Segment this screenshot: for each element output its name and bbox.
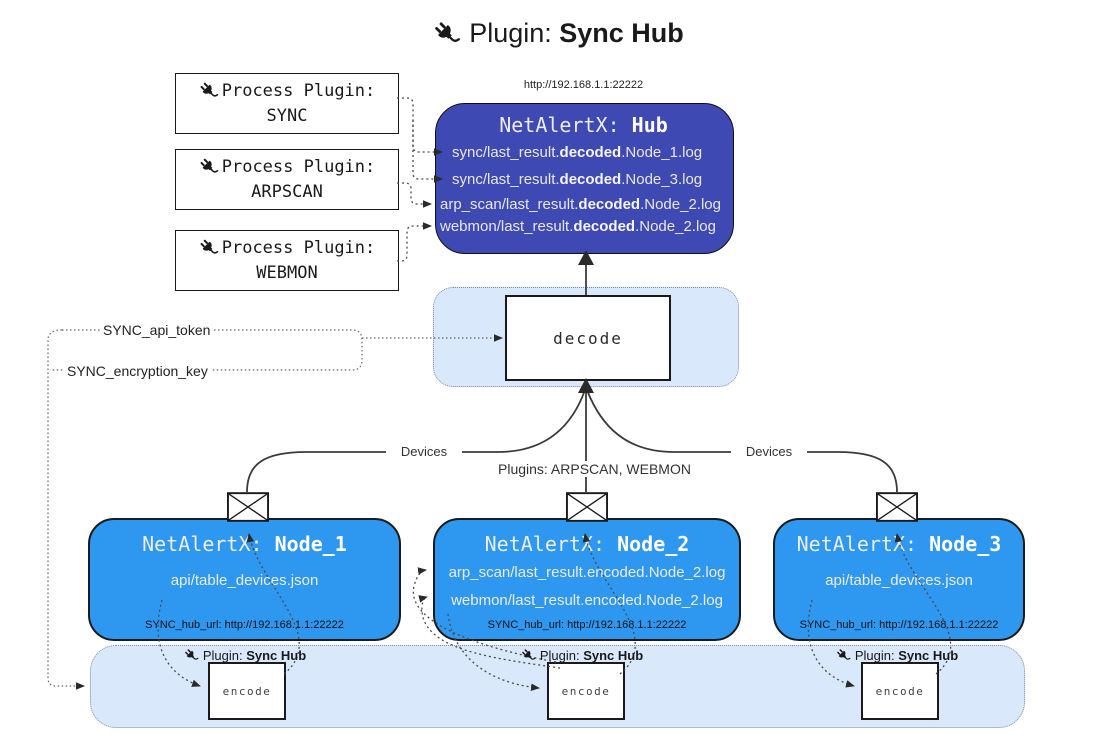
node2-file: webmon/last_result.encoded.Node_2.log [451, 592, 723, 609]
hub-title-bold: Hub [631, 113, 668, 137]
encoder3-label: Plugin: Sync Hub [812, 646, 982, 664]
node3-box: NetAlertX: Node_3 api/table_devices.json… [773, 518, 1025, 641]
envelope-icon-node2 [566, 492, 608, 522]
node2-box: NetAlertX: Node_2 arp_scan/last_result.e… [433, 518, 741, 641]
envelope-icon-node3 [876, 492, 918, 522]
plug-icon [199, 238, 219, 258]
node1-box: NetAlertX: Node_1 api/table_devices.json… [88, 518, 401, 641]
page-title-prefix: Plugin: [469, 18, 560, 48]
devices-label-left: Devices [386, 444, 462, 459]
node1-title: NetAlertX: Node_1 [142, 532, 347, 556]
plug-icon [199, 157, 219, 177]
sync-api-token-label: SYNC_api_token [100, 322, 214, 338]
hub-url: http://192.168.1.1:22222 [523, 79, 644, 91]
process-plugin-title: Process Plugin: [221, 156, 376, 177]
devices-label-right: Devices [731, 444, 807, 459]
process-plugin-name: ARPSCAN [251, 181, 323, 202]
hub-log-line: sync/last_result.decoded.Node_1.log [452, 144, 703, 161]
hub-title: NetAlertX: Hub [435, 113, 732, 137]
process-plugin-name: WEBMON [256, 262, 318, 283]
plug-icon [836, 648, 851, 663]
hub-box [435, 103, 734, 254]
process-plugin-arpscan: Process Plugin: ARPSCAN [175, 149, 399, 210]
plug-icon [521, 648, 536, 663]
process-plugin-title: Process Plugin: [221, 237, 376, 258]
page-title: Plugin: Sync Hub [0, 18, 1117, 49]
node2-hub-url: SYNC_hub_url: http://192.168.1.1:22222 [487, 619, 687, 631]
encoder1-label: Plugin: Sync Hub [160, 646, 330, 664]
plug-icon [199, 81, 219, 101]
plug-icon [433, 20, 461, 48]
node2-title: NetAlertX: Node_2 [484, 532, 690, 556]
node1-hub-url: SYNC_hub_url: http://192.168.1.1:22222 [145, 619, 344, 631]
hub-title-prefix: NetAlertX: [499, 113, 632, 137]
plugins-label-mid: Plugins: ARPSCAN, WEBMON [494, 461, 691, 477]
hub-log-line: arp_scan/last_result.decoded.Node_2.log [440, 196, 721, 213]
envelope-icon-node1 [227, 492, 269, 522]
encoder2-box: encode [547, 662, 625, 720]
page-title-bold: Sync Hub [559, 18, 684, 48]
process-plugin-name: SYNC [266, 105, 308, 126]
node3-file: api/table_devices.json [825, 572, 973, 589]
plug-icon [184, 648, 199, 663]
hub-log-line: webmon/last_result.decoded.Node_2.log [440, 218, 716, 235]
encoder2-label: Plugin: Sync Hub [497, 646, 667, 664]
node2-file: arp_scan/last_result.encoded.Node_2.log [448, 564, 726, 581]
decode-box: decode [505, 295, 671, 381]
node1-file: api/table_devices.json [170, 572, 319, 589]
process-plugin-sync: Process Plugin: SYNC [175, 73, 399, 134]
process-plugin-title: Process Plugin: [221, 80, 376, 101]
process-plugin-webmon: Process Plugin: WEBMON [175, 230, 399, 291]
node3-hub-url: SYNC_hub_url: http://192.168.1.1:22222 [799, 619, 999, 631]
sync-encryption-key-label: SYNC_encryption_key [64, 363, 211, 379]
encoder3-box: encode [861, 662, 939, 720]
hub-log-line: sync/last_result.decoded.Node_3.log [452, 171, 703, 188]
encoder1-box: encode [208, 662, 286, 720]
node3-title: NetAlertX: Node_3 [796, 532, 1002, 556]
